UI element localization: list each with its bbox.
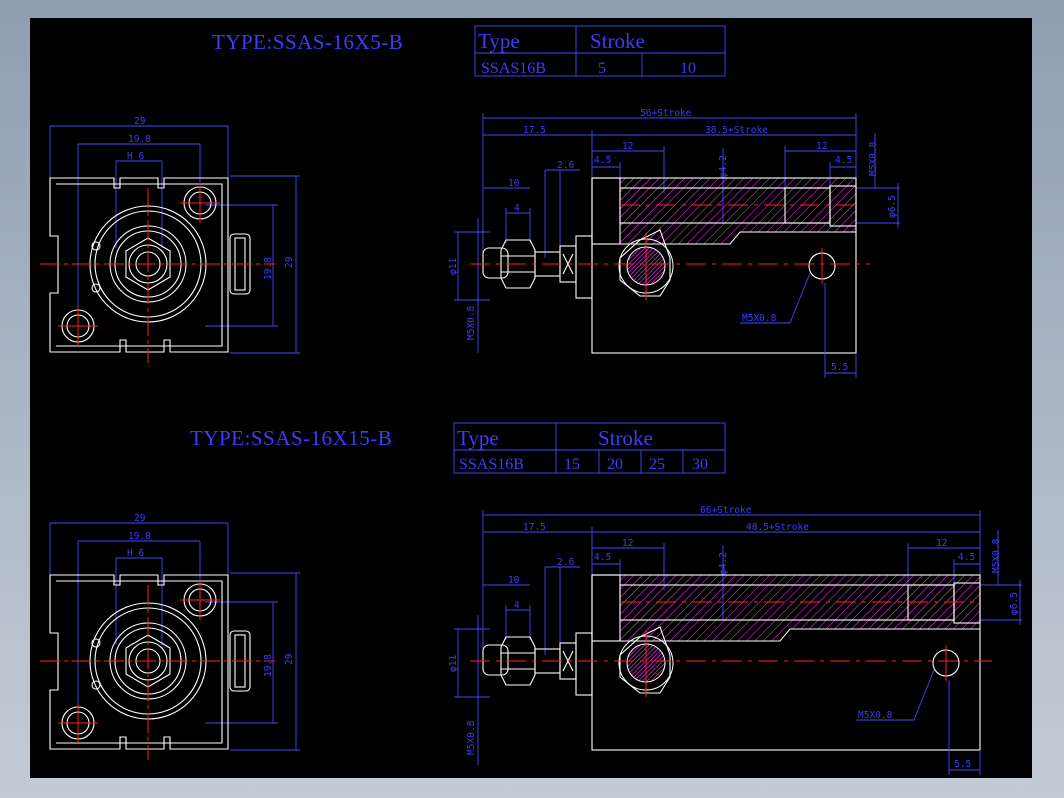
dim-label: 12 [816, 141, 827, 152]
dim-label: 17.5 [523, 125, 546, 136]
front-view: 29 19.8 H 6 19.8 29 [40, 513, 300, 760]
table-header-stroke: Stroke [598, 426, 653, 450]
dim-label: 38.5+Stroke [705, 125, 768, 136]
dim-label: M5X0.8 [466, 720, 477, 755]
dim-label: 66+Stroke [700, 505, 752, 516]
dim-label: 12 [936, 538, 947, 549]
dim-label: 4.5 [594, 552, 611, 563]
cad-drawing-canvas: TYPE:SSAS-16X5-B Type Stroke SSAS16B 5 1… [30, 18, 1032, 778]
dim-label: φ6.5 [887, 195, 898, 218]
dim-label: 5.5 [954, 759, 971, 770]
dim-label: 29 [284, 256, 295, 268]
dim-label: 29 [284, 653, 295, 665]
dim-label: 19.8 [263, 654, 274, 677]
dim-label: φ11 [448, 655, 459, 672]
type-title: TYPE:SSAS-16X5-B [212, 30, 403, 54]
dim-label: M5X0.8 [742, 313, 777, 324]
table-stroke-value: 30 [692, 456, 708, 473]
table-stroke-value: 10 [680, 60, 696, 77]
dim-label: 19.8 [128, 531, 151, 542]
table-model: SSAS16B [481, 60, 546, 77]
table-stroke-value: 20 [607, 456, 623, 473]
dim-label: 19.8 [263, 257, 274, 280]
dim-label: 12 [622, 538, 633, 549]
dim-label: H 6 [127, 548, 144, 559]
dim-label: 2.6 [557, 557, 574, 568]
stroke-table: Type Stroke SSAS16B 5 10 [474, 25, 726, 77]
dim-label: φ4.2 [718, 155, 729, 178]
table-header-type: Type [457, 426, 499, 450]
dim-label: 4.5 [594, 155, 611, 166]
dim-label: φ4.2 [718, 552, 729, 575]
table-stroke-value: 25 [649, 456, 665, 473]
drawing-2: TYPE:SSAS-16X15-B Type Stroke SSAS16B 15… [40, 422, 1022, 775]
side-view: 66+Stroke 17.5 48.5+Stroke 12 12 4.5 4.5… [448, 505, 1022, 775]
dim-label: 12 [622, 141, 633, 152]
type-title: TYPE:SSAS-16X15-B [190, 426, 392, 450]
dim-label: 48.5+Stroke [746, 522, 809, 533]
dim-label: 4 [514, 600, 520, 611]
side-view: 56+Stroke 17.5 38.5+Stroke 12 12 4.5 4.5… [448, 108, 900, 378]
dim-label: 10 [508, 178, 520, 189]
dim-label: M5X0.8 [991, 538, 1002, 573]
dim-label: 17.5 [523, 522, 546, 533]
dim-label: H 6 [127, 151, 144, 162]
table-stroke-value: 15 [564, 456, 580, 473]
dim-label: M5X0.8 [466, 305, 477, 340]
dim-label: M5X0.8 [868, 141, 879, 176]
stroke-table: Type Stroke SSAS16B 15 20 25 30 [453, 422, 726, 474]
dim-label: 10 [508, 575, 520, 586]
dim-label: M5X0.8 [858, 710, 893, 721]
dim-label: 4.5 [958, 552, 975, 563]
dim-label: 29 [134, 116, 146, 127]
table-header-type: Type [478, 29, 520, 53]
table-stroke-value: 5 [598, 60, 606, 77]
dim-label: 19.8 [128, 134, 151, 145]
table-model: SSAS16B [459, 456, 524, 473]
drawing-1: TYPE:SSAS-16X5-B Type Stroke SSAS16B 5 1… [40, 25, 900, 378]
cad-drawing: TYPE:SSAS-16X5-B Type Stroke SSAS16B 5 1… [40, 25, 1022, 775]
dim-label: 4.5 [835, 155, 852, 166]
table-header-stroke: Stroke [590, 29, 645, 53]
dim-label: φ11 [448, 258, 459, 275]
dim-label: 5.5 [831, 362, 848, 373]
dim-label: 29 [134, 513, 146, 524]
dim-label: 2.6 [557, 160, 574, 171]
front-view: 29 19.8 H 6 19.8 29 [40, 116, 300, 363]
dim-label: 4 [514, 203, 520, 214]
dim-label: 56+Stroke [640, 108, 692, 119]
dim-label: φ6.5 [1009, 592, 1020, 615]
